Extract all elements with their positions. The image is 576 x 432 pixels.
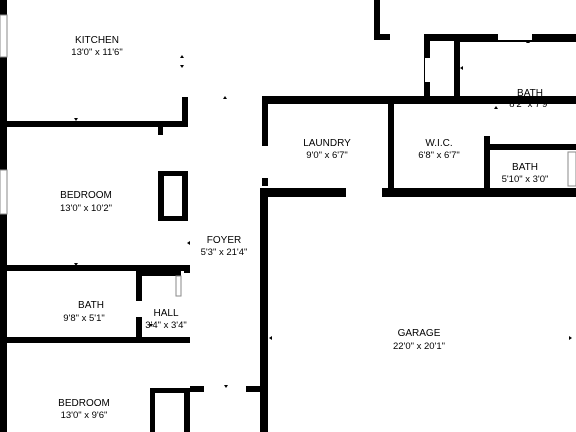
wall-bedroom2-closet-right [184, 388, 190, 432]
bath-upper-label: BATH [517, 88, 543, 99]
wall-bedroom2-closet-top [150, 388, 190, 393]
bath-lower-label: BATH [78, 300, 104, 311]
openings [136, 34, 532, 392]
wall-bedroom-bath [0, 265, 190, 271]
wall-bath-bedroom2 [0, 337, 190, 343]
wall-bedroom-closet-inner [158, 171, 164, 221]
garage-label: GARAGE [398, 328, 441, 339]
wall-bath2-top [484, 144, 576, 150]
markers [74, 40, 572, 388]
windows [0, 14, 576, 297]
bath-upper-dimensions: 8'2" x 7'9" [509, 99, 551, 110]
laundry-label: LAUNDRY [303, 138, 351, 149]
bedroom2-dimensions: 13'0" x 9'6" [61, 410, 108, 421]
hall-dimensions: 3'4" x 3'4" [145, 320, 187, 331]
wall-garage-top [262, 188, 576, 197]
kitchen-label: KITCHEN [75, 35, 119, 46]
wall-garage-left [260, 188, 268, 432]
bath-small-label: BATH [512, 162, 538, 173]
bedroom-dimensions: 13'0" x 10'2" [60, 203, 112, 214]
bath-small-dimensions: 5'10" x 3'0" [502, 174, 549, 185]
wall-top-room-bottom [374, 34, 576, 40]
wall-bath1-left [454, 36, 460, 102]
wall-laundry-top [262, 96, 576, 104]
wall-hall-top [136, 271, 176, 276]
wall-kitchen-bedroom [0, 121, 188, 127]
room-labels: KITCHEN 13'0" x 11'6" BEDROOM 13'0" x 10… [58, 35, 551, 421]
window-bath2 [567, 151, 576, 187]
bath-lower-dimensions: 9'8" x 5'1" [63, 313, 105, 324]
wall-laundry-wic [388, 96, 394, 194]
wall-laundry-left [262, 96, 268, 186]
wic-label: W.I.C. [425, 138, 452, 149]
kitchen-dimensions: 13'0" x 11'6" [71, 47, 122, 58]
window-kitchen [0, 14, 8, 58]
bedroom-label: BEDROOM [60, 190, 112, 201]
foyer-dimensions: 5'3" x 21'4" [201, 247, 248, 258]
wall-bath-right [184, 265, 190, 273]
wall-bedroom-closet-bottom [158, 216, 188, 221]
laundry-dimensions: 9'0" x 6'7" [306, 150, 348, 161]
wall-bedroom-closet-right-lower [182, 175, 188, 221]
window-hall-door [175, 275, 182, 297]
garage-dimensions: 22'0" x 20'1" [393, 341, 445, 352]
hall-label: HALL [153, 308, 178, 319]
window-bedroom [0, 169, 8, 215]
exterior-wall-left [0, 0, 7, 432]
wall-bedroom2-closet-left [150, 388, 155, 432]
wall-bedroom-closet-top [158, 171, 188, 176]
bedroom2-label: BEDROOM [58, 398, 110, 409]
wall-bedroom-closet-right [182, 97, 188, 127]
foyer-label: FOYER [207, 235, 241, 246]
wall-bedroom-closet-inner-upper [158, 127, 163, 135]
wic-dimensions: 6'8" x 6'7" [418, 150, 460, 161]
wall-top-room-left [374, 0, 380, 40]
